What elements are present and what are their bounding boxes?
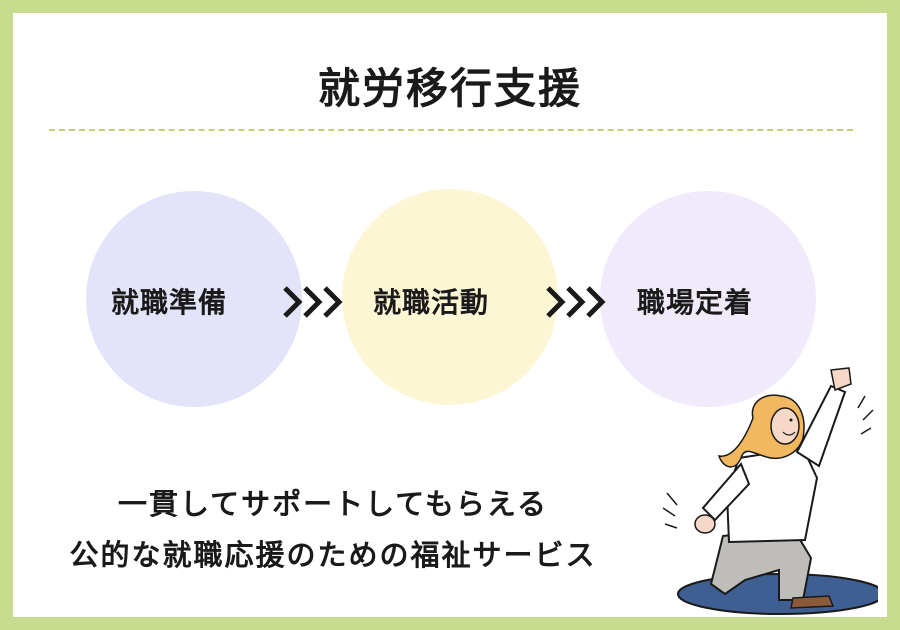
tagline-line-2: 公的な就職応援のための福祉サービス [69,538,597,572]
step-circle-1 [86,191,302,407]
step-circle-2 [342,189,558,405]
page-title: 就労移行支援 [317,64,582,113]
woman-cheering-icon [662,367,878,615]
triple-chevron-right-icon [283,286,343,318]
dashed-divider [49,129,853,131]
step-label-1: 就職準備 [111,286,228,319]
tagline-line-1: 一貫してサポートしてもらえる [118,487,548,521]
step-circle-3 [600,191,816,407]
step-label-2: 就職活動 [373,286,490,319]
card: 就労移行支援 就職準備 就職活動 職場定着 一貫してサポートしてもらえる 公的な… [13,13,887,617]
triple-chevron-right-icon [546,286,606,318]
step-label-3: 職場定着 [637,286,754,319]
